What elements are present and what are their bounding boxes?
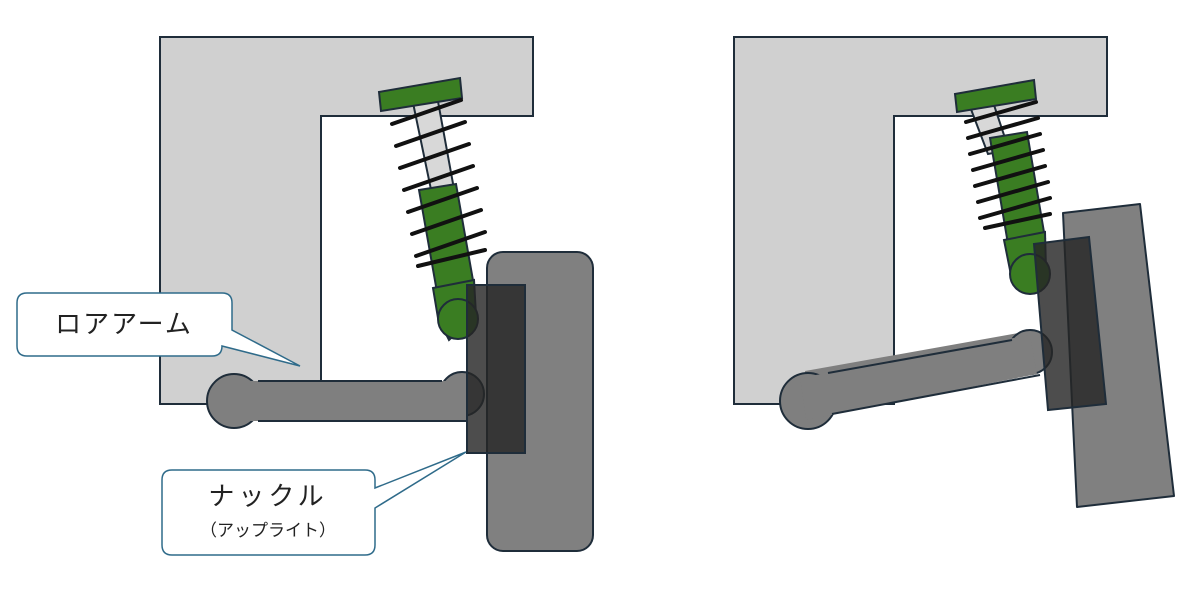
right-shock-body (988, 130, 1047, 246)
callout-lower-arm: ロアアーム (16, 292, 301, 367)
callout-knuckle-box (161, 451, 467, 556)
left-lower-arm (206, 371, 485, 429)
left-knuckle-upright (466, 284, 526, 454)
callout-knuckle: ナックル （アップライト） (161, 451, 467, 556)
left-suspension (159, 36, 594, 552)
left-shock-top-mount (377, 76, 464, 113)
right-shock-absorber (953, 78, 1052, 295)
right-body-frame (733, 36, 1108, 405)
left-body-frame (159, 36, 534, 405)
left-coil-spring (390, 98, 487, 268)
callout-knuckle-label: ナックル (208, 482, 327, 512)
right-shock-top-mount (953, 78, 1038, 114)
right-lower-arm (779, 329, 1053, 430)
callout-lower-arm-box (16, 292, 301, 367)
callout-lower-arm-label: ロアアーム (55, 310, 193, 340)
right-coil-spring (964, 100, 1052, 230)
callout-knuckle-sub-label: （アップライト） (200, 521, 336, 541)
right-suspension (733, 36, 1175, 508)
right-knuckle-upright (1032, 235, 1108, 412)
